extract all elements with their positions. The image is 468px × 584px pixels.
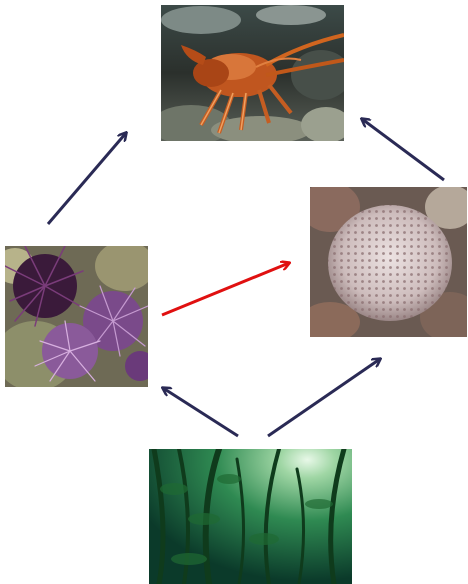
arrow-kelp-to-urchins xyxy=(163,388,238,436)
arrow-whiteurchin-to-lobster xyxy=(362,119,444,180)
white-sea-urchin-photo xyxy=(310,187,467,337)
purple-sea-urchins-photo xyxy=(5,246,148,387)
arrow-urchins-to-whiteurchin xyxy=(162,263,289,315)
spiny-lobster-photo xyxy=(161,5,344,141)
arrow-kelp-to-whiteurchin xyxy=(268,359,380,436)
kelp-forest-photo xyxy=(149,449,352,584)
arrow-urchins-to-lobster xyxy=(48,133,126,224)
